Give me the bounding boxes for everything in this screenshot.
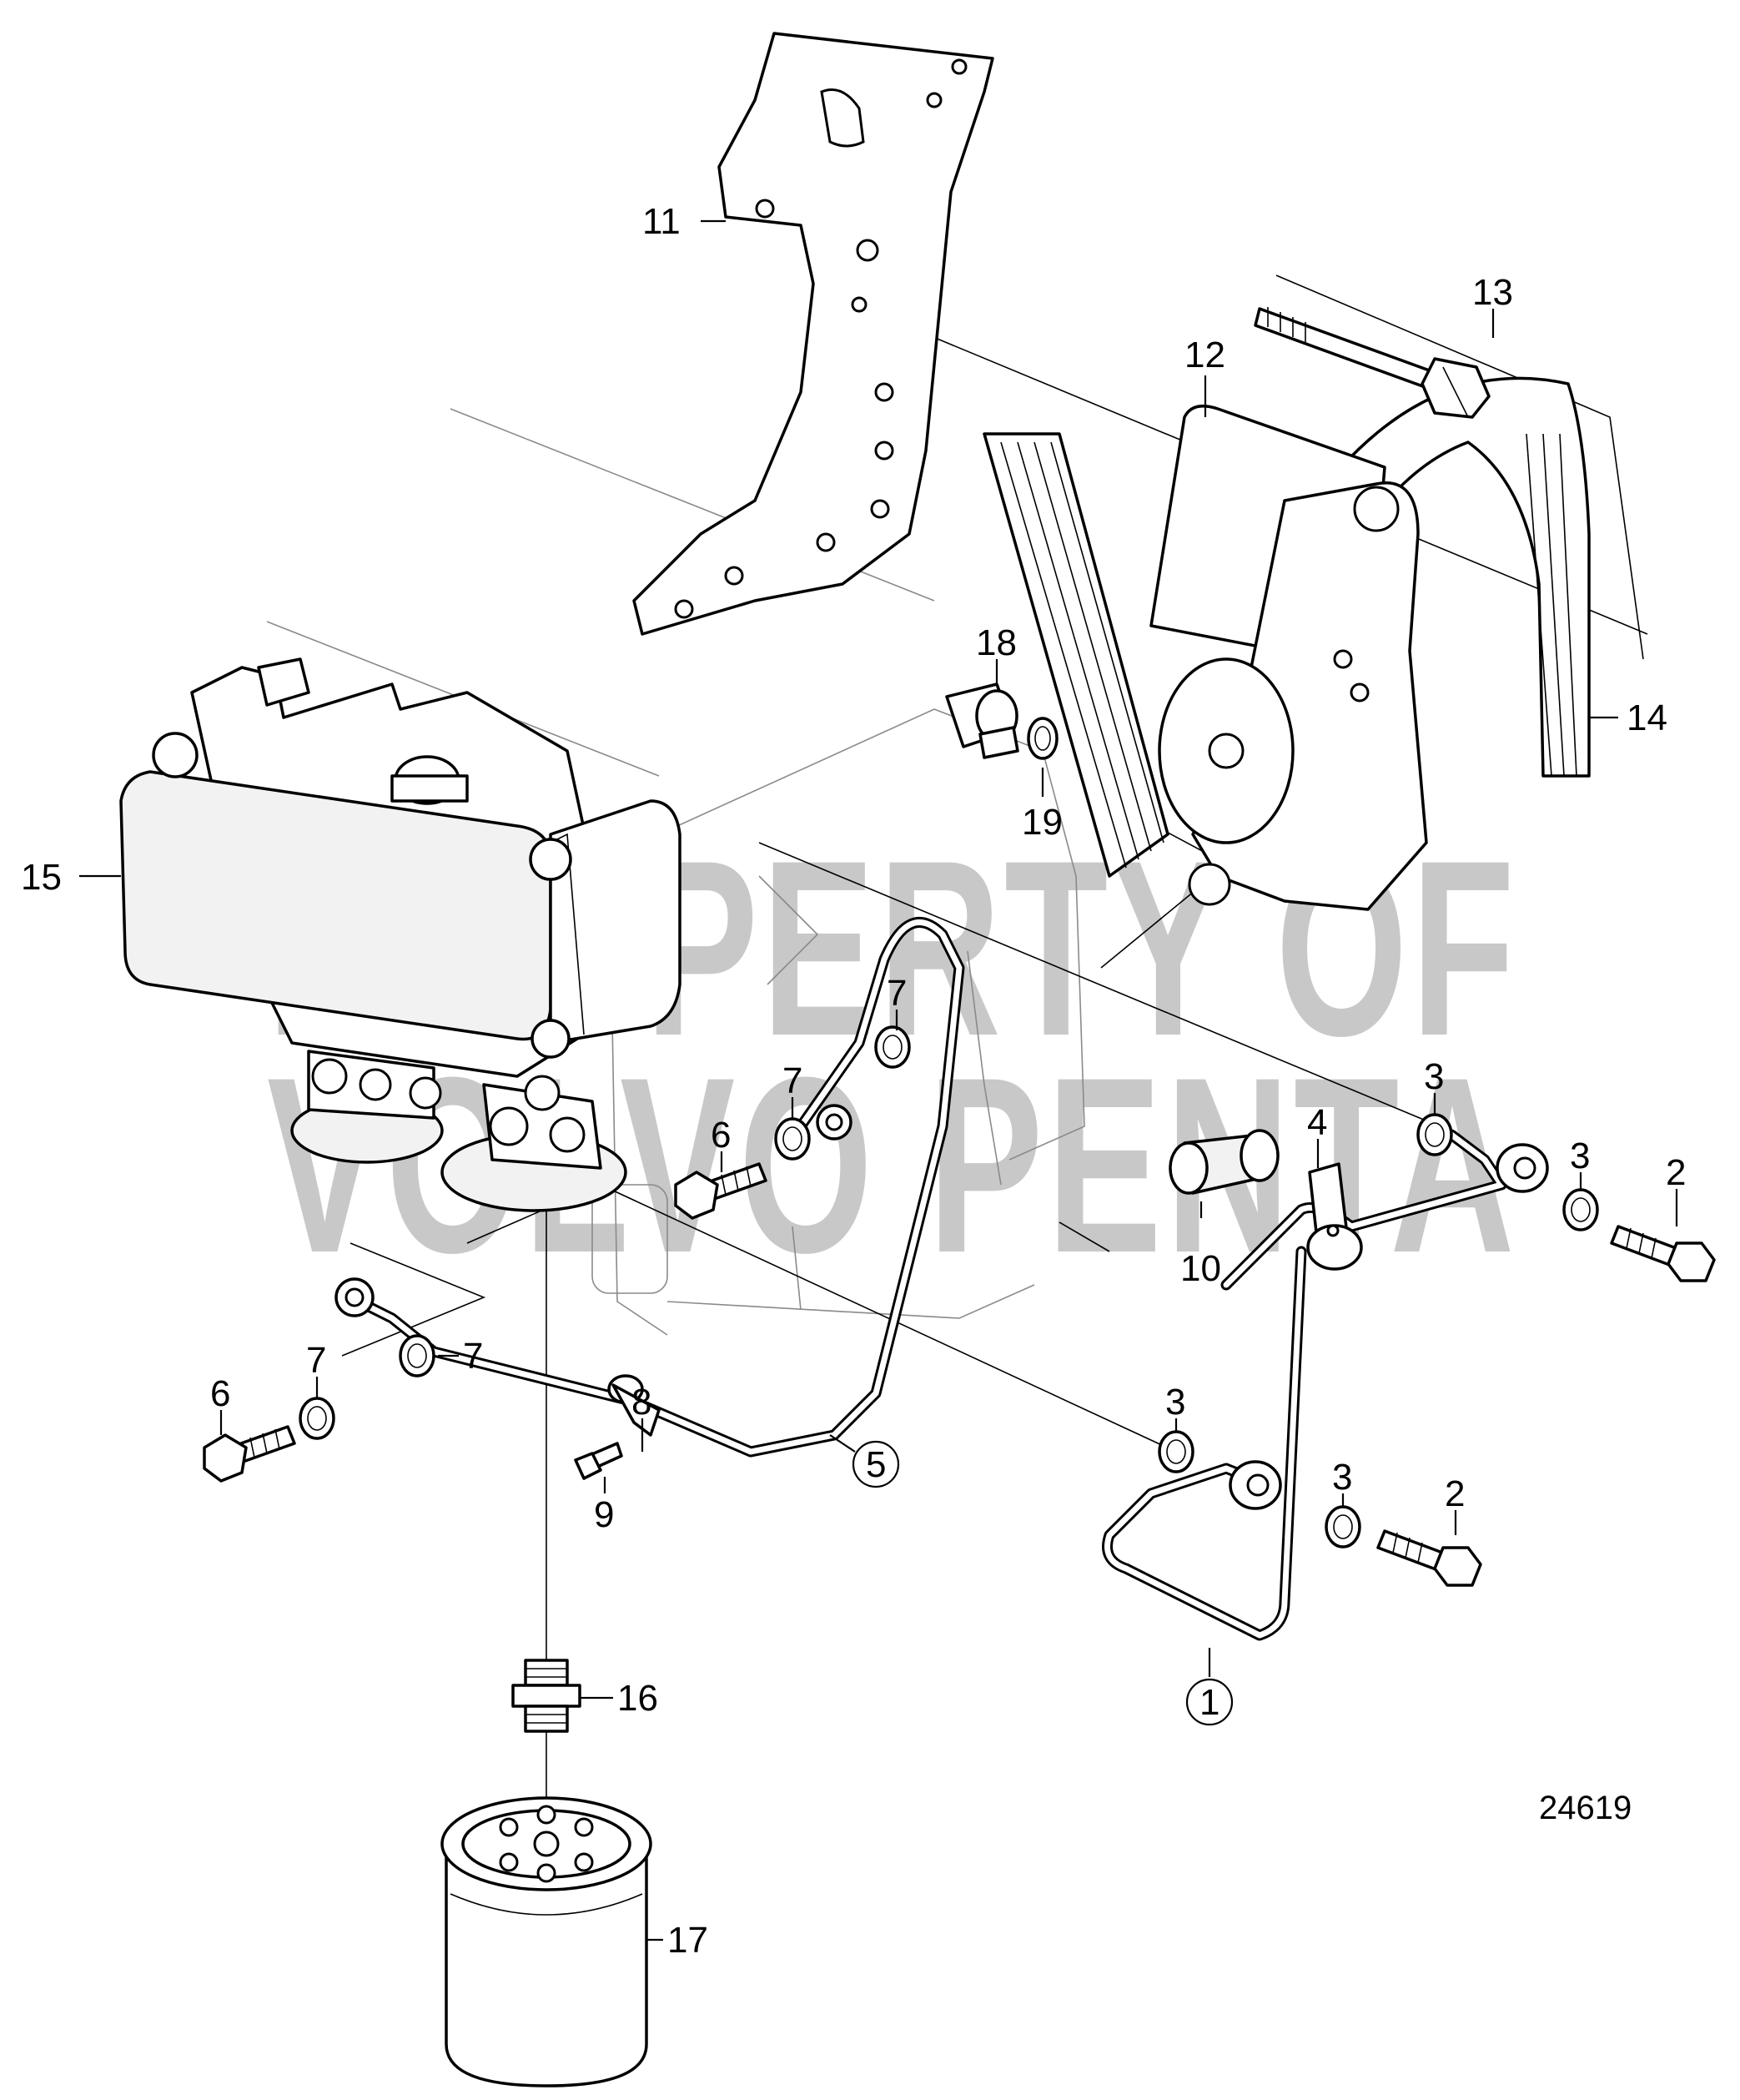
oil-cooler — [119, 657, 681, 1212]
callout-3-c: 3 — [1165, 1382, 1185, 1423]
callout-6-a: 6 — [711, 1115, 731, 1156]
callout-circle-5 — [852, 1440, 900, 1488]
banjo-bolt-2-upper — [1610, 1225, 1716, 1282]
banjo-bolt-6-upper — [674, 1162, 767, 1220]
washer-3-b — [1562, 1188, 1599, 1231]
callout-12: 12 — [1184, 335, 1225, 375]
callout-leaders — [79, 219, 1678, 1941]
callout-6-b: 6 — [210, 1373, 230, 1414]
sealing-washers — [299, 1025, 1599, 1549]
tensioner-bolt — [1254, 307, 1491, 419]
seal-ring-19 — [1027, 717, 1059, 760]
screw-9 — [574, 1442, 623, 1480]
callout-7-a: 7 — [887, 973, 907, 1014]
clamp-4 — [1306, 1162, 1363, 1271]
banjo-bolt-6-lower — [203, 1425, 296, 1483]
spacer-10 — [1169, 1129, 1280, 1195]
callout-11: 11 — [642, 201, 681, 242]
callout-19: 19 — [1022, 802, 1063, 843]
callout-10: 10 — [1180, 1248, 1221, 1289]
callout-14: 14 — [1627, 697, 1667, 738]
callout-15: 15 — [21, 857, 62, 898]
callout-circle-1 — [1185, 1678, 1234, 1726]
callout-3-b: 3 — [1570, 1136, 1590, 1176]
plug — [945, 682, 1019, 759]
callout-7-c: 7 — [306, 1340, 326, 1381]
washer-3-d — [1325, 1505, 1361, 1549]
washer-7-a — [774, 1117, 811, 1161]
callout-7-b: 7 — [782, 1060, 802, 1101]
callout-4: 4 — [1307, 1102, 1327, 1143]
callout-3-a: 3 — [1424, 1056, 1444, 1097]
callout-13: 13 — [1472, 272, 1513, 313]
callout-7-d: 7 — [463, 1336, 483, 1377]
callout-16: 16 — [617, 1678, 658, 1719]
callout-2-b: 2 — [1445, 1473, 1465, 1514]
drawing-reference-number: 24619 — [1539, 1790, 1632, 1826]
callout-labels: 11 13 12 14 18 19 15 7 7 6 3 4 3 2 10 7 … — [21, 201, 1686, 1961]
washer-7-c — [299, 1397, 335, 1440]
callout-18: 18 — [976, 622, 1017, 663]
oil-pipe-5 — [334, 917, 965, 1458]
callout-5: 5 — [866, 1444, 886, 1485]
callout-17: 17 — [667, 1920, 708, 1961]
oil-filter — [440, 1796, 652, 2087]
belt-tensioner — [1149, 404, 1428, 911]
callout-9: 9 — [594, 1494, 614, 1535]
callout-1: 1 — [1199, 1682, 1220, 1723]
callout-2-a: 2 — [1666, 1152, 1686, 1193]
clamp-8 — [607, 1374, 661, 1437]
washer-7-b — [874, 1025, 911, 1069]
callout-3-d: 3 — [1332, 1457, 1352, 1498]
washer-3-a — [1416, 1113, 1453, 1156]
callout-8: 8 — [631, 1382, 651, 1423]
washer-3-c — [1158, 1430, 1194, 1473]
washer-7-d — [399, 1334, 435, 1377]
nipple-16 — [511, 1659, 581, 1733]
mounting-bracket — [632, 32, 994, 636]
banjo-bolt-2-lower — [1376, 1529, 1482, 1587]
